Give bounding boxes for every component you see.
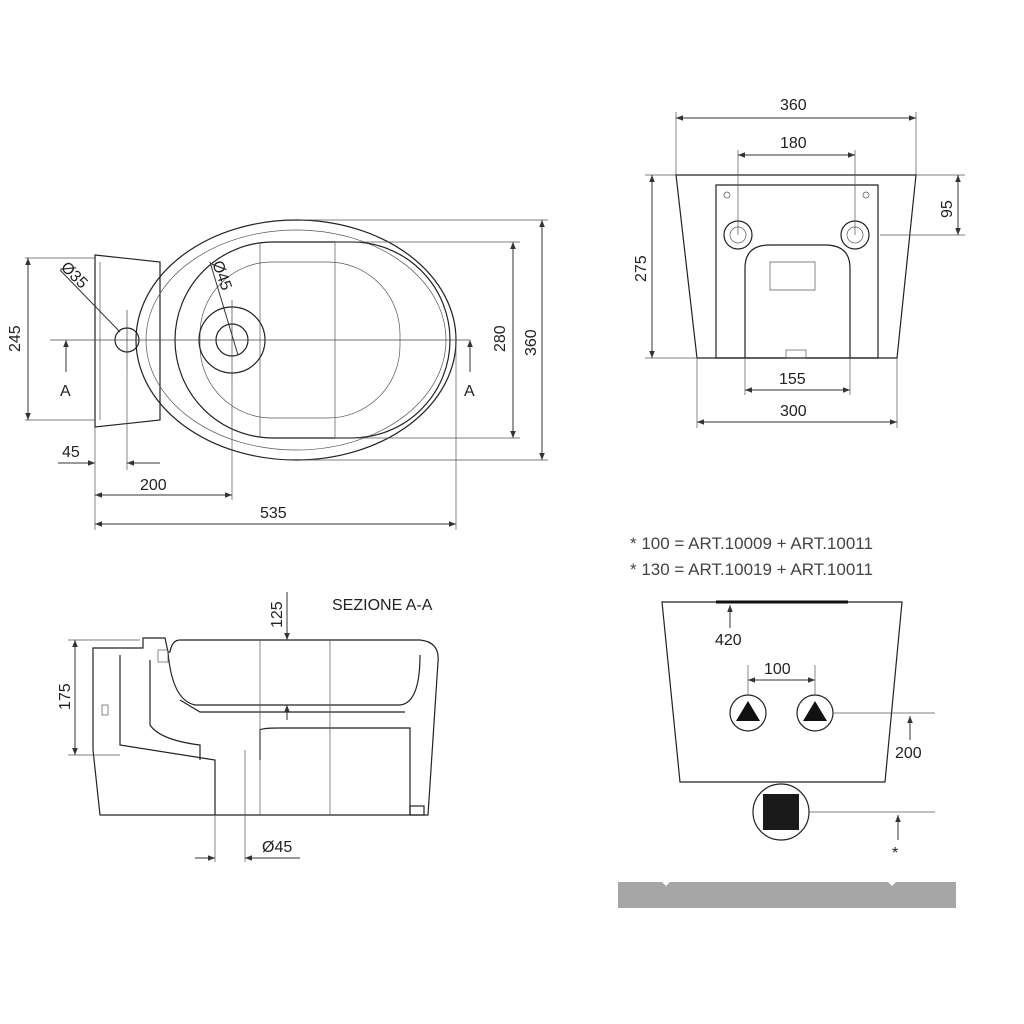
dim-95: 95 xyxy=(939,200,956,218)
dim-535: 535 xyxy=(260,505,287,522)
dim-155: 155 xyxy=(779,371,806,388)
install-view: * 100 = ART.10009 + ART.10011 * 130 = AR… xyxy=(618,534,956,908)
top-view: Ø35 Ø45 245 A A 280 360 45 200 xyxy=(7,219,548,530)
dim-phi35: Ø35 xyxy=(57,259,90,292)
rear-view: 360 180 95 275 155 300 xyxy=(633,97,965,428)
dim-100: 100 xyxy=(764,661,791,678)
note-2: * 130 = ART.10019 + ART.10011 xyxy=(630,560,873,579)
dim-200-top: 200 xyxy=(140,477,167,494)
dim-phi45: Ø45 xyxy=(208,259,234,293)
dim-275: 275 xyxy=(633,255,650,282)
drain-square xyxy=(763,794,799,830)
section-label-a-right: A xyxy=(464,383,475,400)
dim-245: 245 xyxy=(7,325,24,352)
dim-360-rear: 360 xyxy=(780,97,807,114)
dim-125: 125 xyxy=(269,601,286,628)
dim-180: 180 xyxy=(780,135,807,152)
dim-phi45-section: Ø45 xyxy=(262,839,292,856)
dim-star: * xyxy=(892,845,898,862)
section-label-a-left: A xyxy=(60,383,71,400)
floor xyxy=(618,882,956,908)
section-title: SEZIONE A-A xyxy=(332,597,433,614)
section-view: SEZIONE A-A 125 175 Ø45 xyxy=(57,592,439,862)
dim-200-install: 200 xyxy=(895,745,922,762)
dim-175: 175 xyxy=(57,683,74,710)
note-1: * 100 = ART.10009 + ART.10011 xyxy=(630,534,873,553)
dim-280: 280 xyxy=(492,325,509,352)
dim-420: 420 xyxy=(715,632,742,649)
dim-300: 300 xyxy=(780,403,807,420)
dim-360-top: 360 xyxy=(523,329,540,356)
dim-45: 45 xyxy=(62,444,80,461)
